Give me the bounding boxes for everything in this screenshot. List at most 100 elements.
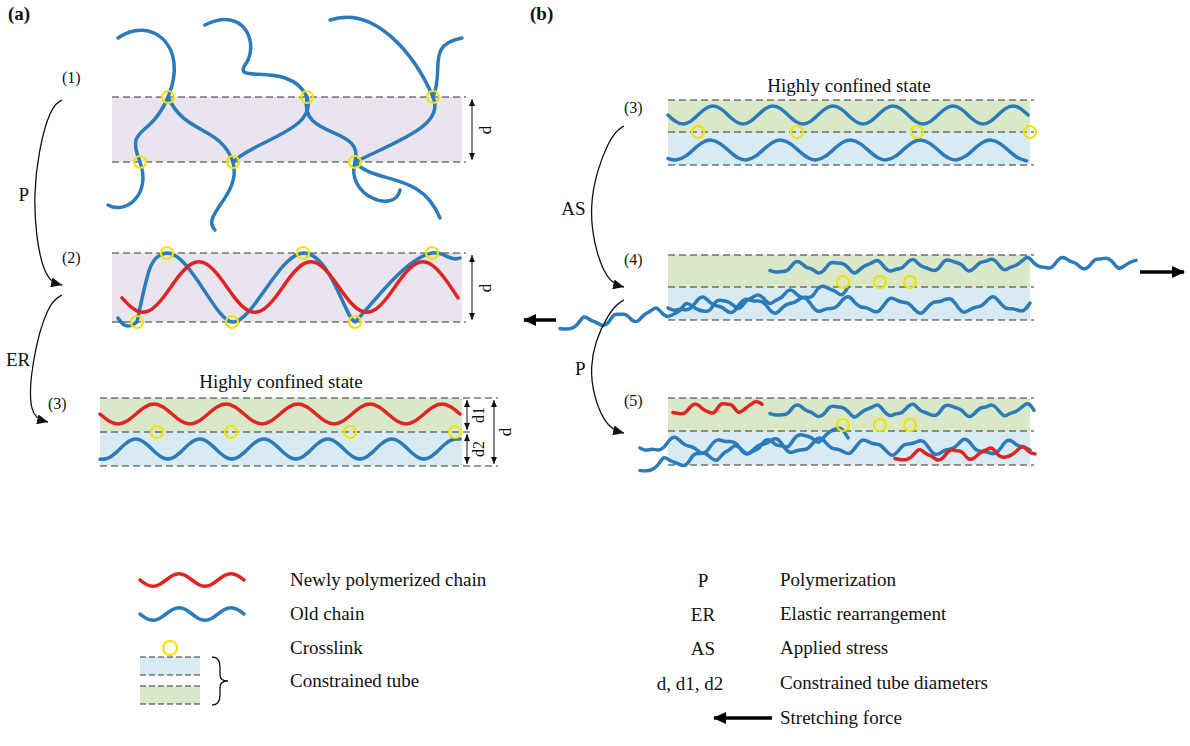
circle-shape [349,156,361,168]
legend-text: Polymerization [780,569,896,590]
line-shape [472,99,473,160]
circle-shape [162,91,174,103]
line-shape [100,397,498,398]
line-shape [668,164,1034,165]
legend-entry: Elastic rearrangement [780,604,946,624]
old-chain [560,286,848,329]
old-chain [100,439,460,459]
line-shape [472,255,473,320]
circle-shape [225,426,237,438]
state-tube: (4) [624,252,1034,324]
path-shape [168,97,234,230]
line-shape [140,675,200,676]
circle-shape [161,247,173,259]
legend-text: Stretching force [780,707,902,728]
state-tube: (1) [62,70,467,165]
state-tube: (5) [624,393,1034,468]
path-shape [330,17,435,162]
legend-key: ER [691,605,715,624]
state-number: (5) [624,393,643,409]
line-shape [467,400,468,430]
legend-entry: Newly polymerized chain [290,570,486,590]
state-number: (3) [48,396,67,412]
state-tube: Highly confined state (3) [48,372,468,468]
line-shape [668,254,1034,255]
new-chain [895,446,1035,460]
legend-text: Constrained tube [290,670,419,691]
line-shape [467,434,468,464]
legend-entry: Polymerization [780,570,896,590]
line-shape [668,99,1034,100]
line-shape [494,400,495,464]
tube-walls [100,97,1034,466]
state-number: (3) [624,100,643,116]
old-chain [668,106,1028,124]
process-label: P [16,184,31,205]
line-shape [668,319,1034,320]
line-shape [668,286,1034,287]
circle-shape [837,276,849,288]
legend-samples [140,657,228,705]
tube-sample-blue [140,657,200,675]
tube-diameter: d1 [471,407,487,423]
legend-entry: Stretching force [780,708,902,728]
process-label: AS [559,198,587,219]
line-shape [668,131,1034,132]
circle-shape [904,276,916,288]
new-chain [140,574,244,587]
circle-shape [226,316,238,328]
circle-shape [1024,126,1036,138]
old-chains [108,17,462,326]
line-shape [668,397,1034,398]
old-chain [668,140,1027,161]
process-arrow [592,300,624,433]
state-heading: Highly confined state [100,372,462,391]
old-chain [668,297,1030,314]
legend-entry: Applied stress [780,638,888,658]
path-shape [355,162,440,218]
legend-text: Old chain [290,603,364,624]
tube-bands [100,97,1030,466]
circle-shape [791,126,803,138]
circle-shape [874,419,886,431]
old-chain [640,428,848,471]
brace [212,657,228,705]
circle-shape [301,91,313,103]
line-shape [100,465,498,466]
tube-band-blue [668,132,1030,165]
process-arrow [592,126,624,287]
path-shape [433,38,462,97]
tube-diameter: d [497,428,514,437]
legend-text: Applied stress [780,637,888,658]
circle-shape [874,276,886,288]
chain-waves [100,106,1136,620]
process-label: P [573,358,588,379]
new-chain [673,401,762,413]
legend-key: d, d1, d2 [657,674,724,693]
tube-band-green [668,100,1030,132]
state-tube: Highly confined state(3) [624,76,1034,168]
legend-entry: Old chain [290,604,364,624]
process-arrow [35,100,62,285]
legend-key: AS [691,639,715,658]
line-shape [112,161,466,162]
path-shape [205,20,308,162]
circle-shape [837,419,849,431]
circle-shape [297,247,309,259]
circle-shape [427,91,439,103]
new-chain [100,404,460,424]
line-shape [524,318,556,322]
panel-letter: (a) [8,4,30,23]
tube-band-blue [668,287,1030,320]
circle-shape [904,419,916,431]
state-number: (1) [62,70,81,86]
old-chain [140,608,244,621]
circle-shape [449,426,461,438]
process-label: ER [4,349,32,370]
panel-letter: (b) [530,4,553,23]
line-shape [100,431,472,432]
circle-shape [131,316,143,328]
circle-shape [227,156,239,168]
legend-text: Constrained tube diameters [780,672,988,693]
state-number: (2) [62,250,81,266]
